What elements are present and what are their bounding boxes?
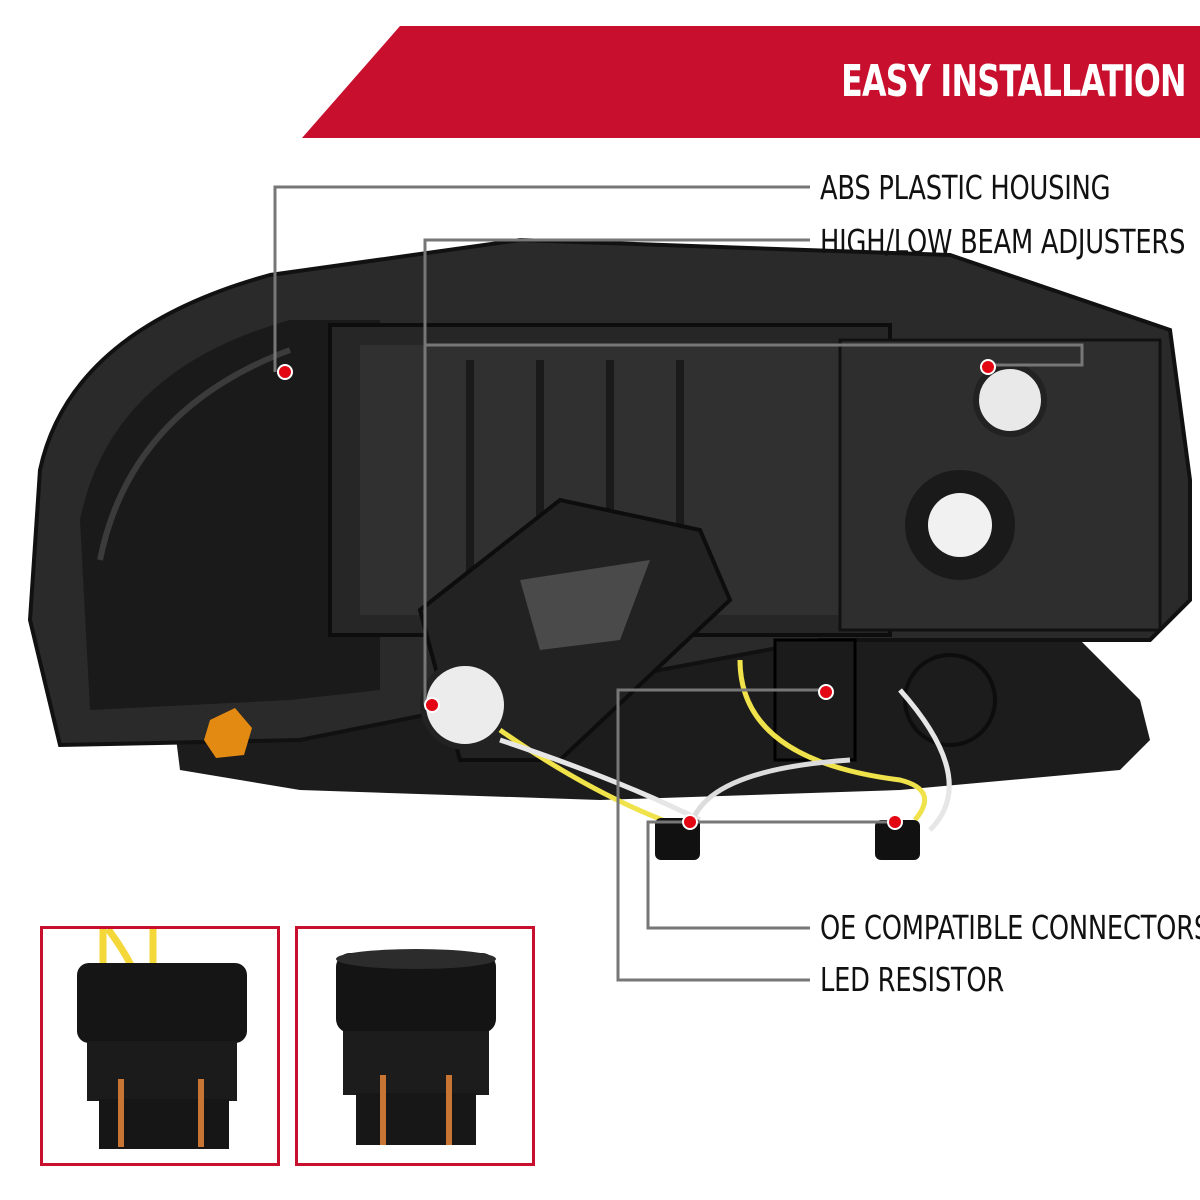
label-abs-plastic-housing: ABS PLASTIC HOUSING: [820, 168, 1111, 207]
banner-background: [302, 26, 1200, 138]
reflector-bowl: [80, 320, 380, 710]
wire-connector-right: [875, 820, 920, 860]
leader-beam-adjusters: [423, 238, 810, 705]
marker-dot-abs: [277, 364, 293, 380]
marker-dot-resistor: [818, 684, 834, 700]
amber-reflector: [204, 708, 252, 758]
upper-adjuster: [973, 363, 1047, 437]
banner-title: EASY INSTALLATION: [841, 56, 1186, 107]
leader-oe-connectors: [646, 820, 810, 930]
inset-connector-plain: [295, 926, 535, 1166]
label-oe-compatible-connectors: OE COMPATIBLE CONNECTORS: [820, 908, 1200, 947]
inset-connector-wired: [40, 926, 280, 1166]
marker-dot-connector-right: [887, 814, 903, 830]
connector-plain-photo: [336, 949, 496, 1145]
marker-dot-lower-adjuster: [424, 697, 440, 713]
marker-dot-upper-adjuster: [980, 359, 996, 375]
leader-abs-housing: [273, 185, 810, 372]
label-led-resistor: LED RESISTOR: [820, 960, 1005, 999]
connector-wired-photo: [77, 926, 247, 1149]
label-high-low-beam-adjusters: HIGH/LOW BEAM ADJUSTERS: [820, 222, 1186, 261]
lower-adjuster: [420, 660, 510, 750]
leader-led-resistor: [616, 688, 826, 982]
marker-dot-connector-left: [682, 814, 698, 830]
